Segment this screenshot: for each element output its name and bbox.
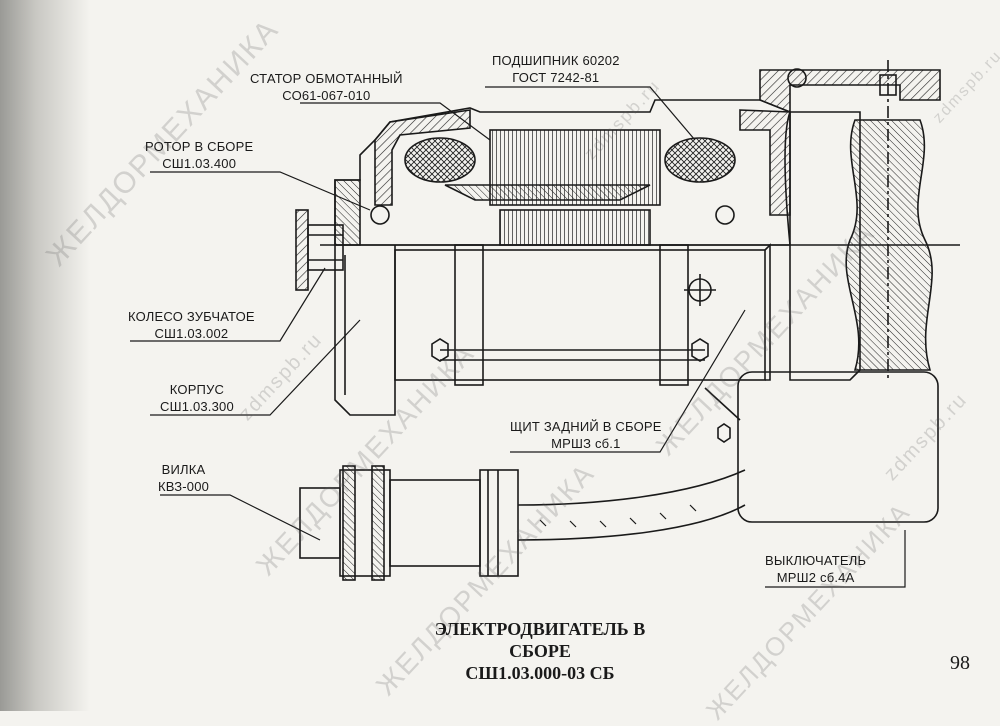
housing-top-right [759, 69, 941, 114]
winding-left [404, 137, 476, 183]
drawing-title-line2: СБОРЕ [509, 641, 571, 661]
drawing-title: ЭЛЕКТРОДВИГАТЕЛЬ В СБОРЕ СШ1.03.000-03 С… [380, 618, 700, 684]
motor-lower-body [334, 243, 771, 416]
label-shield: ЩИТ ЗАДНИЙ В СБОРЕ МРШЗ сб.1 [510, 418, 662, 452]
rotor-core [499, 209, 651, 246]
label-stator: СТАТОР ОБМОТАННЫЙ СО61-067-010 [250, 70, 403, 104]
label-housing-code: СШ1.03.300 [160, 399, 234, 414]
gear-wheel [295, 209, 344, 291]
label-switch: ВЫКЛЮЧАТЕЛЬ МРШ2 сб.4А [765, 552, 866, 586]
motor-assembly-drawing [130, 60, 960, 588]
label-gear-name: КОЛЕСО ЗУБЧАТОЕ [128, 309, 255, 324]
rear-shield [764, 243, 771, 381]
label-plug-code: КВЗ-000 [158, 479, 210, 494]
label-plug-name: ВИЛКА [161, 462, 206, 477]
bolt-left [431, 338, 449, 362]
label-plug: ВИЛКА КВЗ-000 [158, 461, 209, 495]
motor-body [320, 69, 960, 246]
label-bearing: ПОДШИПНИК 60202 ГОСТ 7242-81 [492, 52, 620, 86]
label-housing: КОРПУС СШ1.03.300 [160, 381, 234, 415]
drawing-title-line1: ЭЛЕКТРОДВИГАТЕЛЬ В [434, 619, 646, 639]
page-number: 98 [950, 652, 970, 674]
cable [517, 469, 746, 541]
label-stator-code: СО61-067-010 [282, 88, 371, 103]
clamp-right [659, 244, 689, 386]
label-shield-name: ЩИТ ЗАДНИЙ В СБОРЕ [510, 419, 662, 434]
handle [784, 60, 933, 381]
housing-lower [334, 245, 396, 416]
housing-wall-right [739, 109, 791, 216]
label-gear: КОЛЕСО ЗУБЧАТОЕ СШ1.03.002 [128, 308, 255, 342]
label-bearing-name: ПОДШИПНИК 60202 [492, 53, 620, 68]
plug-assembly [299, 465, 746, 581]
label-rotor: РОТОР В СБОРЕ СШ1.03.400 [145, 138, 253, 172]
bearing-right [715, 205, 735, 225]
label-shield-code: МРШЗ сб.1 [551, 436, 621, 451]
bearing-left [370, 205, 390, 225]
label-bearing-code: ГОСТ 7242-81 [512, 70, 600, 85]
fan [444, 184, 651, 201]
switch-box [704, 371, 939, 523]
drawing-title-code: СШ1.03.000-03 СБ [465, 663, 615, 683]
handle-grip [845, 119, 933, 371]
switch-bolt [717, 423, 731, 443]
label-gear-code: СШ1.03.002 [154, 326, 229, 341]
label-switch-name: ВЫКЛЮЧАТЕЛЬ [765, 553, 867, 568]
label-stator-name: СТАТОР ОБМОТАННЫЙ [250, 71, 403, 86]
bolt-right [691, 338, 709, 362]
label-rotor-name: РОТОР В СБОРЕ [145, 139, 254, 154]
label-switch-code: МРШ2 сб.4А [776, 570, 855, 585]
label-rotor-code: СШ1.03.400 [162, 156, 237, 171]
page-binding-shadow [0, 0, 90, 711]
clamp-left [454, 244, 484, 386]
motor-cylinder [394, 249, 766, 381]
leader-lines [130, 86, 906, 588]
label-housing-name: КОРПУС [169, 382, 225, 397]
housing-wall-left [374, 109, 471, 206]
winding-right [664, 137, 736, 183]
